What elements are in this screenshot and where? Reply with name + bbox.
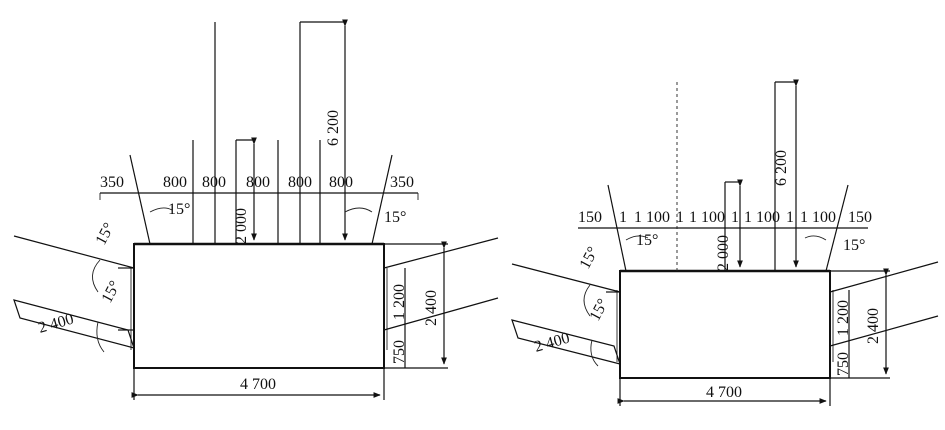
left-1200-label: 1 200: [391, 284, 408, 320]
right-1200-label: 1 200: [835, 300, 852, 336]
right-4700-label: 4 700: [706, 384, 742, 401]
right-750-label: 750: [835, 352, 852, 376]
right-angle-arc-l1: [583, 284, 591, 317]
right-mid-one-1: 1: [676, 209, 684, 226]
left-angle-arc-l1: [92, 259, 101, 293]
right-angle-tr: 15°: [843, 237, 865, 254]
right-box: [619, 270, 831, 379]
right-slant-pipe-l: [607, 184, 627, 272]
right-top-dim-5: 150: [848, 209, 872, 226]
left-angle-arc-tl: [149, 207, 173, 213]
left-angle-l1: 15°: [93, 220, 119, 248]
left-top-dim-5: 800: [329, 174, 353, 191]
left-6200-label: 6 200: [325, 110, 342, 146]
right-6200-label: 6 200: [773, 150, 790, 186]
right-side-pipe-upper: [511, 263, 621, 293]
right-slant-pipe-r: [825, 184, 849, 272]
left-side-pipe-upper: [13, 235, 135, 269]
left-box: [133, 243, 385, 369]
left-pipe-2400: [13, 299, 135, 349]
left-top-dim-0: 350: [100, 174, 124, 191]
right-mid-one-3: 1: [786, 209, 794, 226]
right-mid-one-0: 1: [619, 209, 627, 226]
right-top-dim-4: 1 100: [800, 209, 836, 226]
left-2000-label: 2 000: [233, 208, 250, 244]
right-top-dim-2: 1 100: [689, 209, 725, 226]
left-top-dim-2: 800: [202, 174, 226, 191]
left-right-pipe-lower: [383, 297, 499, 331]
right-angle-l2: 15°: [587, 296, 613, 324]
left-pipe-2400-label: 2 400: [36, 311, 75, 337]
right-drawing: 6 200 2 000 150 1 1 100 1 1 100 1 1 100 …: [511, 79, 939, 406]
left-slant-pipe-l: [129, 154, 151, 245]
left-4700-label: 4 700: [240, 376, 276, 393]
right-2400-side-label: 2 400: [865, 308, 882, 344]
left-2400-side-label: 2 400: [423, 290, 440, 326]
left-angle-tr: 15°: [384, 209, 406, 226]
left-angle-tl: 15°: [168, 201, 190, 218]
right-pipe-2400-label: 2 400: [532, 330, 571, 356]
right-angle-l1: 15°: [577, 244, 603, 272]
left-angle-arc-tr: [344, 207, 373, 213]
left-750-label: 750: [391, 340, 408, 364]
left-top-dim-1: 800: [163, 174, 187, 191]
right-angle-tl: 15°: [636, 232, 658, 249]
right-angle-arc-l2: [590, 339, 599, 367]
right-pipe-2400: [511, 319, 621, 365]
left-angle-arc-l2: [96, 321, 105, 353]
left-slant-pipe-r: [371, 154, 393, 245]
left-top-dim-6: 350: [390, 174, 414, 191]
right-top-dim-1: 1 100: [634, 209, 670, 226]
right-mid-one-2: 1: [731, 209, 739, 226]
left-right-pipe-upper: [383, 237, 499, 269]
right-angle-arc-tr: [804, 235, 827, 241]
right-2000-label: 2 000: [715, 235, 732, 271]
right-top-dim-3: 1 100: [744, 209, 780, 226]
left-top-dim-4: 800: [288, 174, 312, 191]
left-angle-l2: 15°: [99, 278, 125, 306]
right-right-pipe-upper: [829, 261, 939, 293]
right-angle-arc-tl: [625, 235, 649, 241]
left-top-dim-3: 800: [246, 174, 270, 191]
left-drawing: 6 200 2 000 350 800 800 800 800 800 350 …: [13, 19, 499, 400]
right-top-dim-0: 150: [578, 209, 602, 226]
